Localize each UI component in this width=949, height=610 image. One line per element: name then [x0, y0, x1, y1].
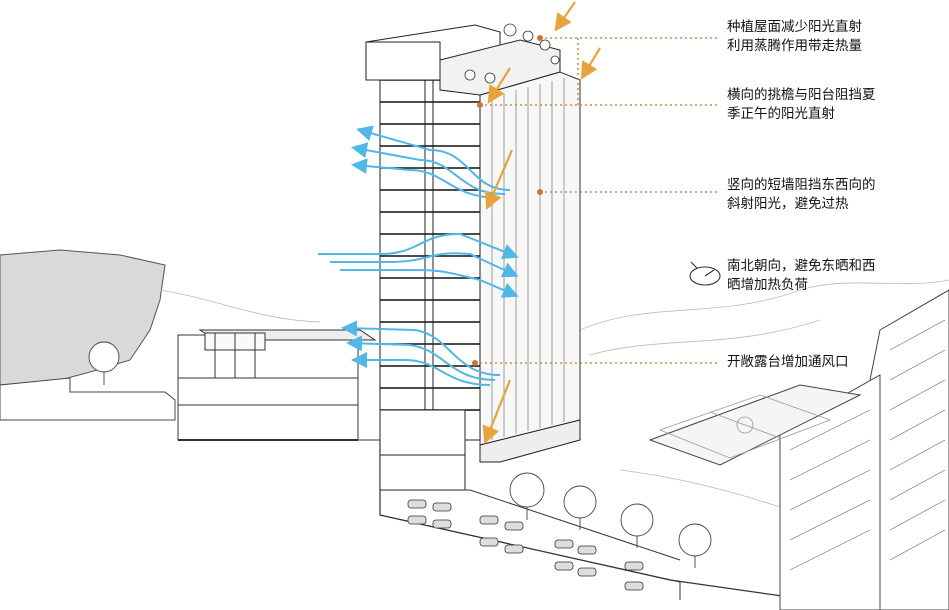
tower-east-facade: [479, 71, 581, 446]
neighbor-windows: [789, 319, 946, 571]
annotation-orientation: 南北朝向，避免东晒和西 晒增加热负荷: [727, 257, 876, 295]
annotation-green-roof-line1: 种植屋面减少阳光直射: [727, 19, 862, 35]
annotation-horizontal-eaves-line1: 横向的挑檐与阳台阻挡夏: [727, 87, 876, 103]
annotation-vertical-walls: 竖向的短墙阻挡东西向的 斜射阳光，避免过热: [727, 176, 876, 214]
annotation-green-roof: 种植屋面减少阳光直射 利用蒸腾作用带走热量: [727, 18, 862, 56]
tower-section: [379, 79, 481, 441]
tower-facade-fins: [491, 78, 565, 440]
trees: [88, 341, 712, 568]
sun-arrows: [482, 1, 601, 445]
sun-compass-icon: [689, 261, 721, 286]
neighbor-buildings: [648, 289, 949, 610]
wind-arrows: [318, 125, 519, 386]
annotation-orientation-line1: 南北朝向，避免东晒和西: [727, 258, 876, 274]
annotation-horizontal-eaves: 横向的挑檐与阳台阻挡夏 季正午的阳光直射: [727, 86, 876, 124]
annotation-open-terrace: 开敞露台增加通风口: [727, 353, 849, 372]
annotation-horizontal-eaves-line2: 季正午的阳光直射: [727, 106, 835, 122]
tower-columns: [424, 80, 434, 440]
podium-building: [177, 329, 377, 441]
annotation-orientation-line2: 晒增加热负荷: [727, 277, 808, 293]
parked-cars: [407, 499, 644, 591]
tower-base-lobby: [379, 409, 581, 491]
leader-lines: [475, 37, 720, 364]
leader-dots: [472, 35, 543, 366]
hillside-rock: [0, 249, 176, 421]
tower-roof: [365, 24, 561, 96]
sports-courts: [658, 394, 832, 459]
annotation-vertical-walls-line2: 斜射阳光，避免过热: [727, 196, 849, 212]
annotation-open-terrace-line1: 开敞露台增加通风口: [727, 354, 849, 370]
annotation-green-roof-line2: 利用蒸腾作用带走热量: [727, 38, 862, 54]
roof-plants: [464, 23, 560, 84]
annotation-vertical-walls-line1: 竖向的短墙阻挡东西向的: [727, 177, 876, 193]
